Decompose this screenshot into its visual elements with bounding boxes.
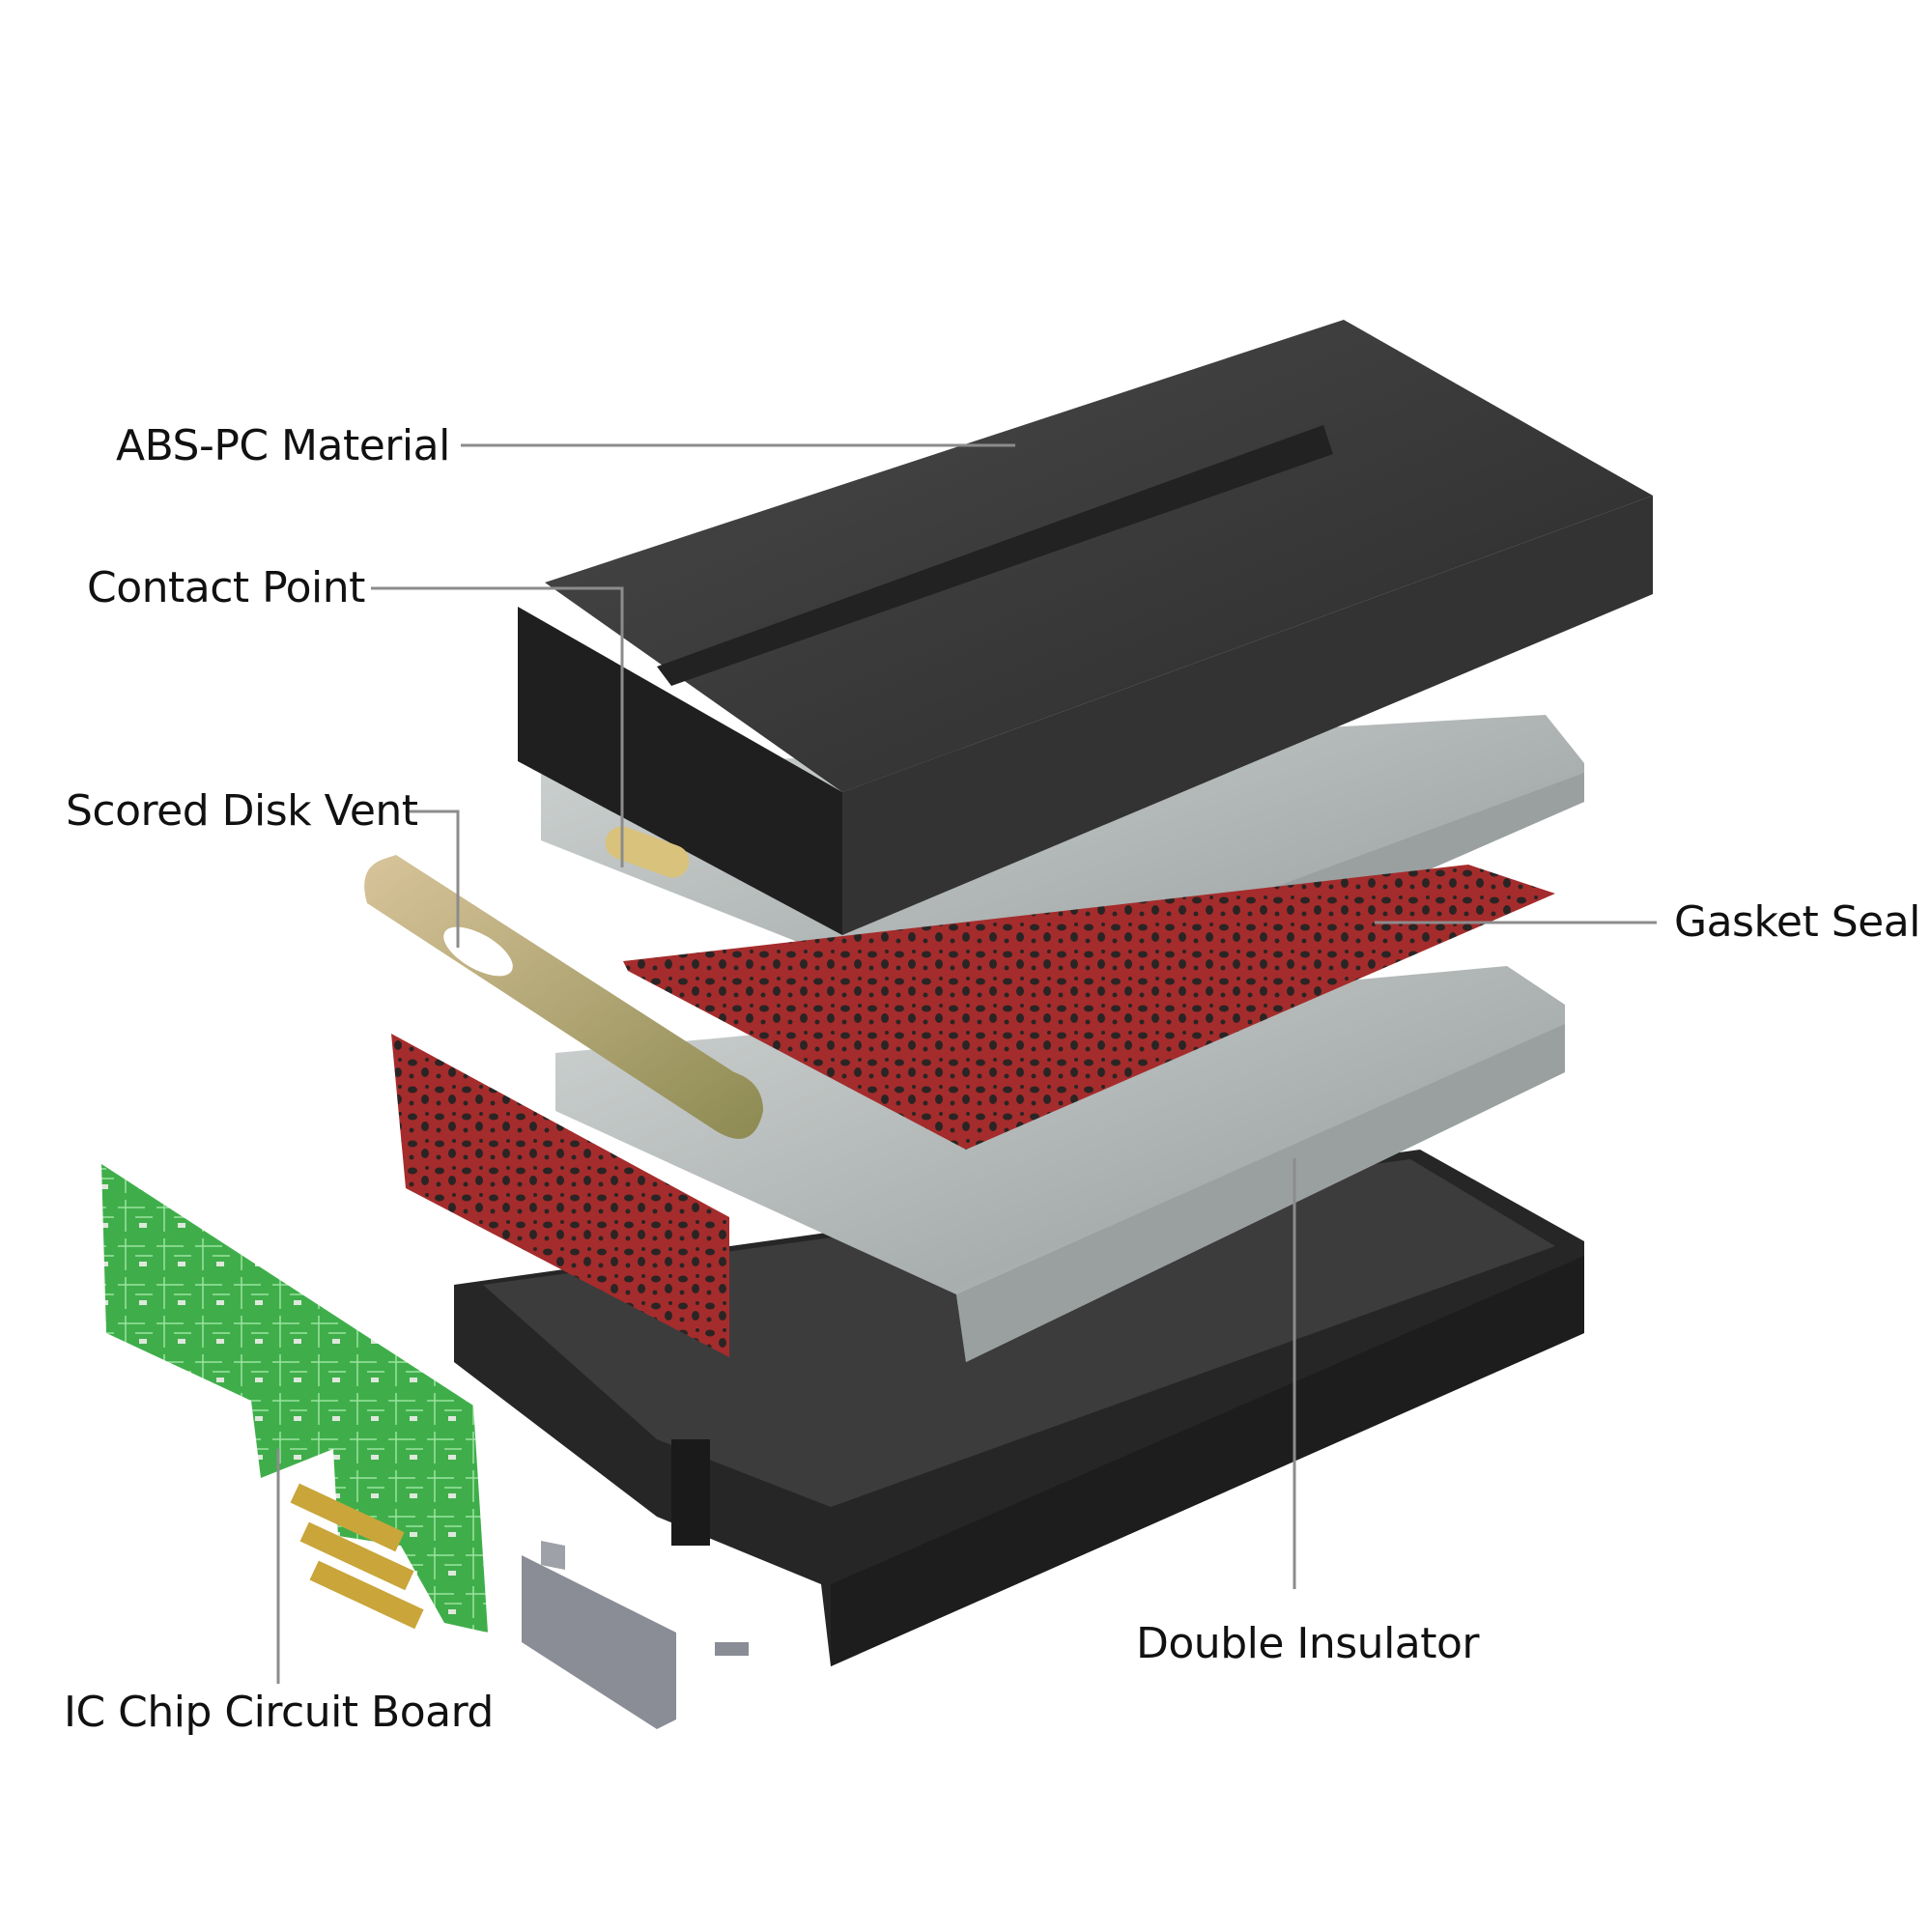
- leader-lines: [276, 443, 1657, 1684]
- label-ic-chip-circuit-board: IC Chip Circuit Board: [64, 1688, 494, 1737]
- gasket-lower: [391, 1034, 729, 1357]
- gasket-seal-sheet: [623, 865, 1555, 1150]
- label-double-insulator: Double Insulator: [1136, 1619, 1480, 1668]
- ic-chip-circuit-board: [101, 1164, 488, 1633]
- contact-point-pin: [605, 826, 690, 878]
- top-casing: [518, 320, 1653, 935]
- scored-disk-vent-plate: [364, 855, 763, 1139]
- label-gasket-seal: Gasket Seal: [1674, 897, 1920, 947]
- label-scored-disk-vent: Scored Disk Vent: [66, 786, 418, 836]
- leader-scored-vent: [409, 810, 460, 948]
- label-contact-point: Contact Point: [87, 563, 365, 612]
- label-abs-pc-material: ABS-PC Material: [116, 421, 450, 470]
- leader-contact-point: [371, 586, 624, 867]
- terminal-connector: [522, 1541, 749, 1729]
